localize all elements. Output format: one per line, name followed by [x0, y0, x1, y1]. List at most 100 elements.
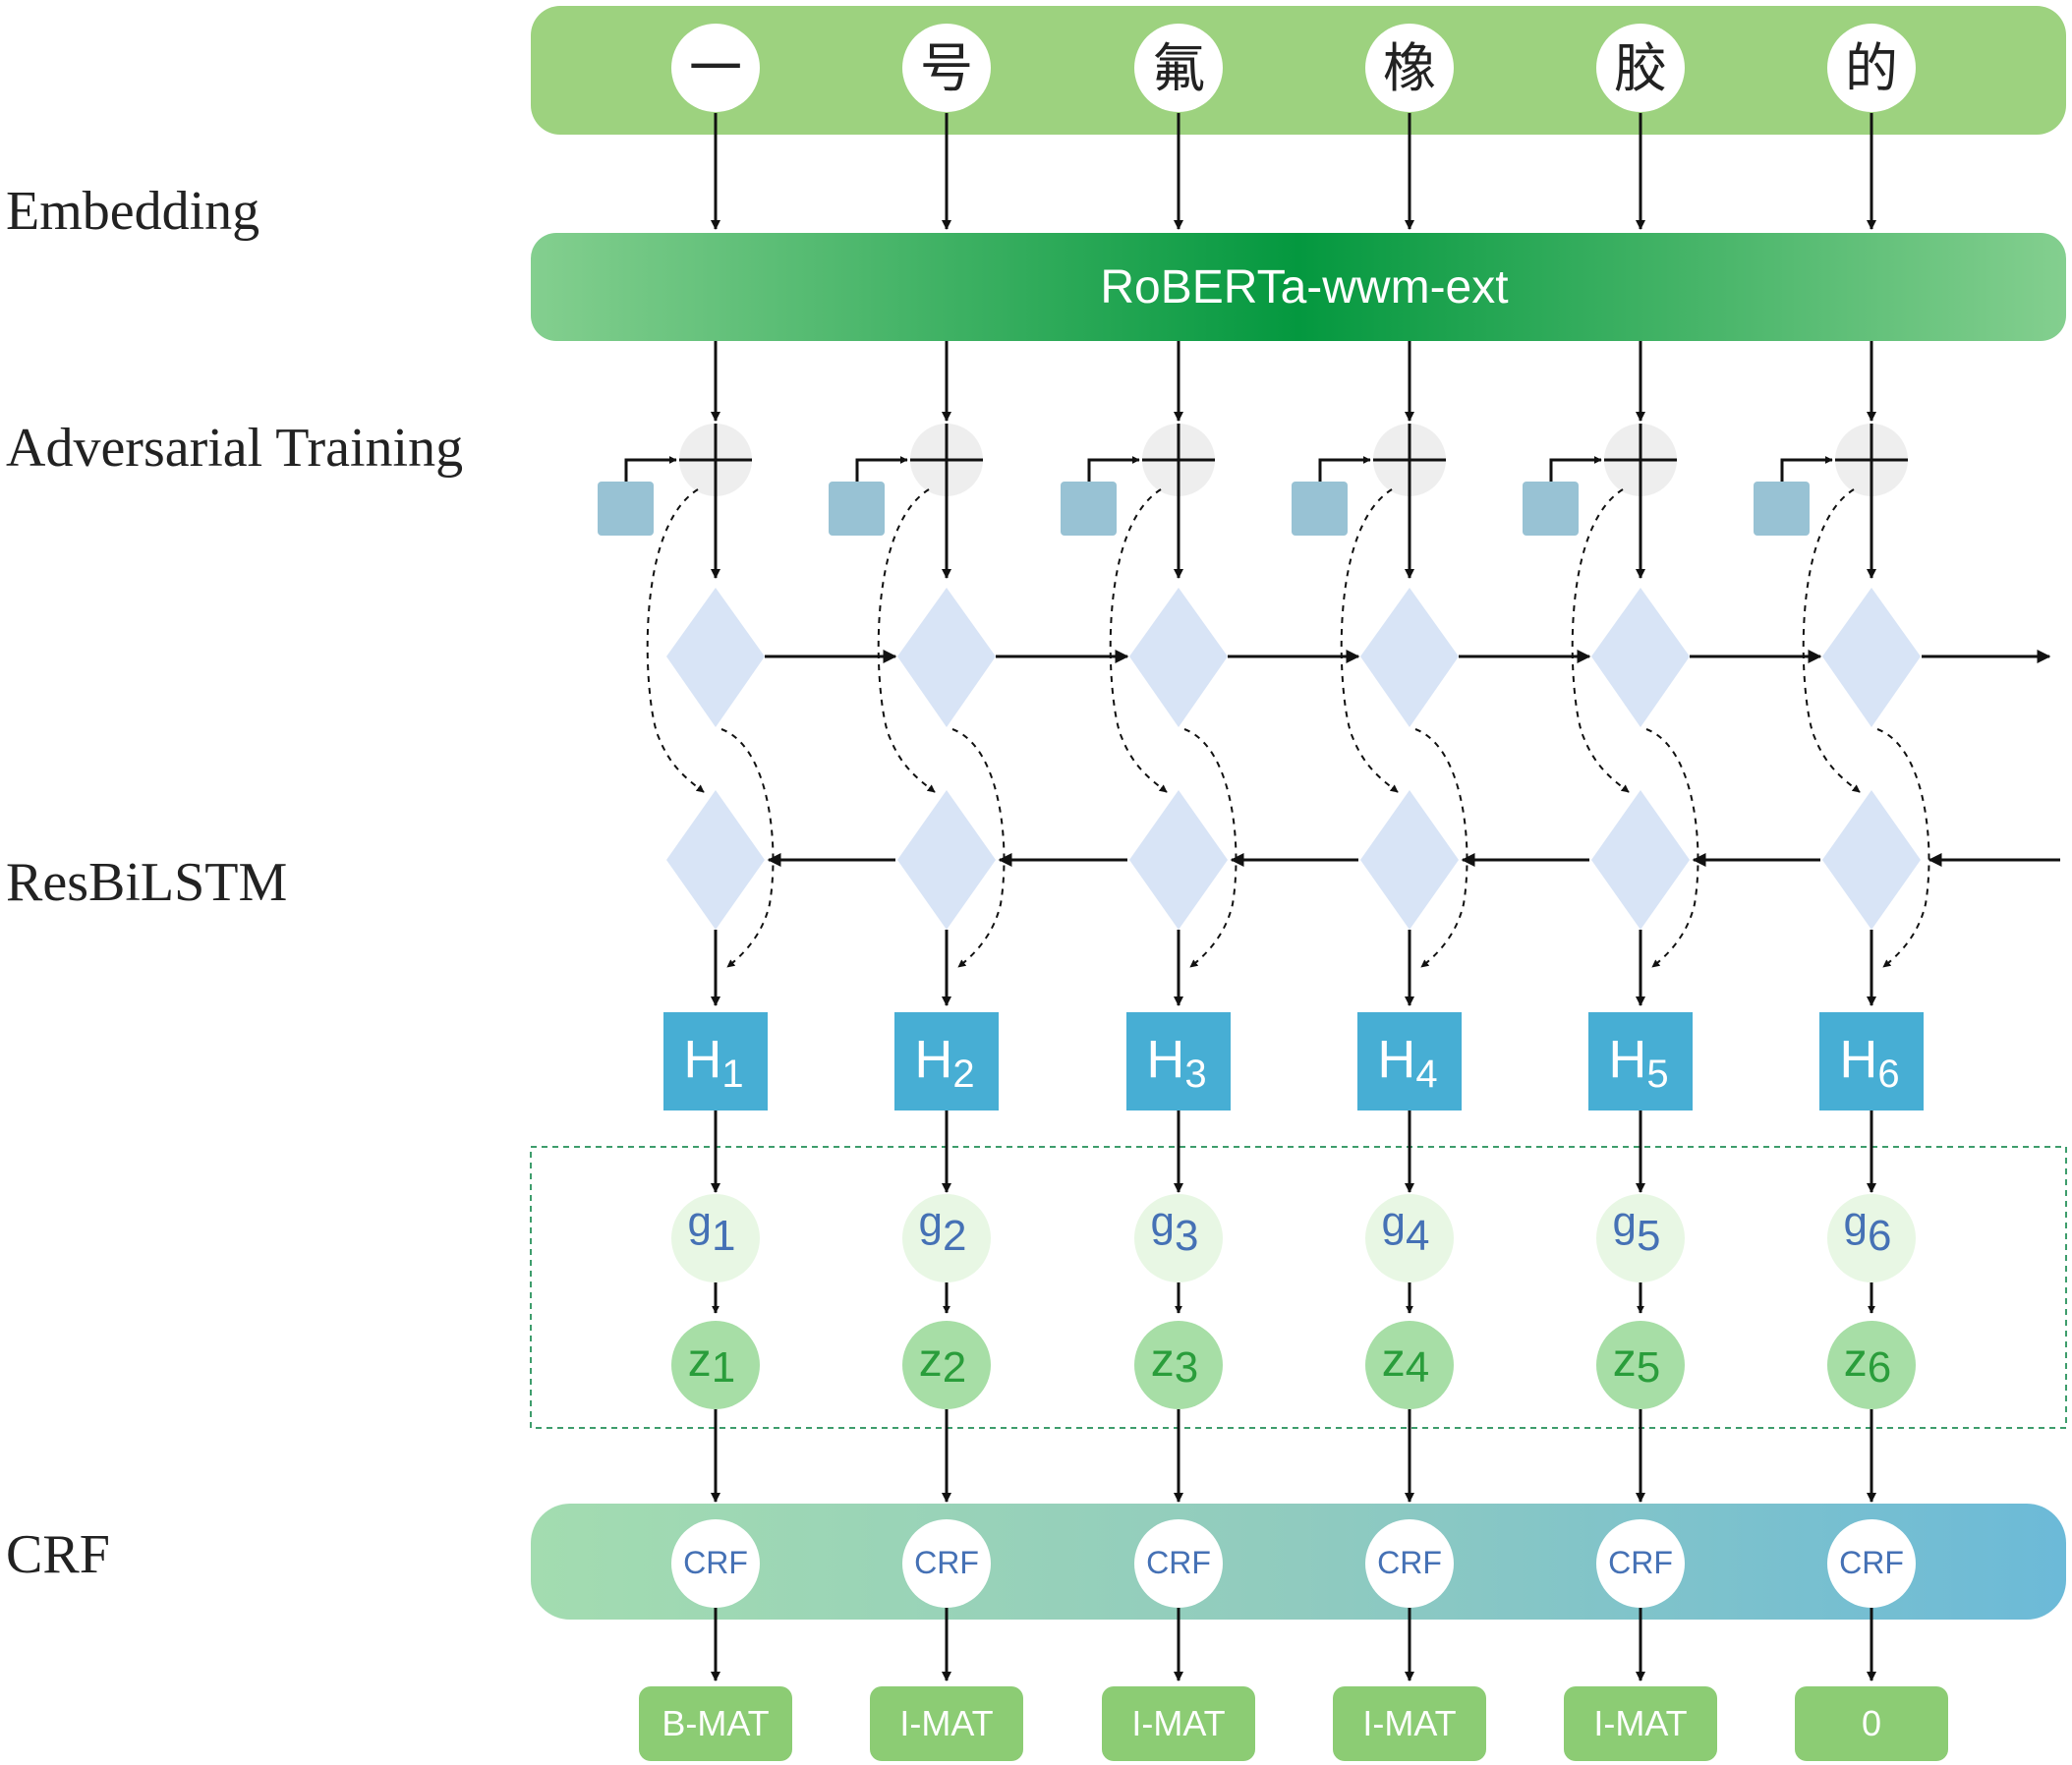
token-circle	[1134, 24, 1223, 112]
forward-lstm-cell	[1591, 588, 1690, 727]
residual-skip-arrow-right	[1645, 728, 1699, 968]
gate-z-label: z1	[688, 1335, 735, 1392]
forward-lstm-cell	[1822, 588, 1921, 727]
gate-z-label-main: z	[688, 1335, 712, 1387]
forward-lstm-cell	[1360, 588, 1459, 727]
gate-g-label: g2	[919, 1198, 967, 1260]
gate-g-circle	[671, 1194, 760, 1282]
gate-z-label: z3	[1151, 1335, 1198, 1392]
output-tag-label: I-MAT	[1593, 1703, 1687, 1743]
crf-node-label: CRF	[914, 1545, 979, 1580]
residual-skip-arrow-right	[720, 728, 775, 968]
gate-g-label-sub: 3	[1175, 1212, 1198, 1260]
gate-g-label-main: g	[1151, 1198, 1175, 1246]
token-char: 一	[689, 37, 742, 99]
hidden-state-label-main: H	[914, 1030, 952, 1089]
crf-node-circle	[671, 1519, 760, 1608]
gate-z-label-main: z	[1382, 1335, 1406, 1387]
gate-g-circle	[1134, 1194, 1223, 1282]
backward-lstm-cell	[1822, 790, 1921, 930]
perturbation-box	[1292, 482, 1348, 536]
gate-g-label: g5	[1613, 1198, 1661, 1260]
gate-z-label-main: z	[919, 1335, 943, 1387]
gate-z-label: z6	[1844, 1335, 1891, 1392]
crf-node-circle	[1596, 1519, 1685, 1608]
hidden-state-label-main: H	[1608, 1030, 1646, 1089]
output-tag-label: I-MAT	[899, 1703, 993, 1743]
perturbation-to-sum-arrow	[1780, 456, 1833, 482]
gate-g-label-sub: 4	[1406, 1212, 1429, 1260]
stage-label-adversarial-training: Adversarial Training	[6, 418, 463, 479]
stage-label-embedding: Embedding	[6, 181, 259, 242]
gating-dashed-box	[530, 1146, 2067, 1429]
gate-g-label-main: g	[919, 1198, 943, 1246]
hidden-state-box	[1819, 1012, 1924, 1110]
stage-label-resbilstm: ResBiLSTM	[6, 852, 287, 913]
gate-z-circle	[671, 1321, 760, 1409]
output-tag-label: I-MAT	[1131, 1703, 1225, 1743]
gate-g-circle	[902, 1194, 991, 1282]
token-circle	[671, 24, 760, 112]
residual-skip-arrow-right	[951, 728, 1006, 968]
residual-skip-arrow-right	[1876, 728, 1930, 968]
hidden-state-label-sub: 3	[1184, 1053, 1206, 1096]
token-char: 氟	[1152, 37, 1205, 99]
output-tag-box	[1333, 1686, 1486, 1761]
hidden-state-box	[1357, 1012, 1462, 1110]
backward-lstm-cell	[1360, 790, 1459, 930]
perturbation-box	[1754, 482, 1810, 536]
gate-z-circle	[1134, 1321, 1223, 1409]
gate-z-label-sub: 1	[712, 1343, 735, 1392]
hidden-state-box	[1588, 1012, 1693, 1110]
token-circle	[1365, 24, 1454, 112]
gate-g-circle	[1827, 1194, 1916, 1282]
gate-g-label-main: g	[1844, 1198, 1868, 1246]
hidden-state-label-sub: 4	[1415, 1053, 1437, 1096]
gate-z-circle	[902, 1321, 991, 1409]
gate-g-label-sub: 2	[943, 1212, 966, 1260]
output-tag-box	[870, 1686, 1023, 1761]
hidden-state-label: H2	[914, 1030, 974, 1096]
gate-z-label: z5	[1613, 1335, 1660, 1392]
residual-skip-arrow-left	[1109, 488, 1168, 793]
output-tag-box	[1564, 1686, 1717, 1761]
token-char: 的	[1845, 37, 1898, 99]
gate-z-circle	[1827, 1321, 1916, 1409]
crf-node-circle	[1827, 1519, 1916, 1608]
hidden-state-label-sub: 2	[952, 1053, 974, 1096]
gate-g-label-main: g	[1613, 1198, 1637, 1246]
gate-g-label-main: g	[1382, 1198, 1406, 1246]
perturbation-to-sum-arrow	[1318, 456, 1371, 482]
gate-z-label-sub: 4	[1406, 1343, 1429, 1392]
embedding-bar	[531, 233, 2066, 341]
perturbation-box	[1061, 482, 1117, 536]
residual-skip-arrow-left	[646, 488, 705, 793]
token-char: 胶	[1614, 37, 1667, 99]
crf-node-label: CRF	[1839, 1545, 1904, 1580]
residual-skip-arrow-left	[877, 488, 936, 793]
gate-g-label: g6	[1844, 1198, 1892, 1260]
token-char: 号	[920, 37, 973, 99]
crf-node-circle	[1365, 1519, 1454, 1608]
crf-node-label: CRF	[1146, 1545, 1211, 1580]
hidden-state-label-main: H	[1839, 1030, 1877, 1089]
backward-lstm-cell	[1129, 790, 1228, 930]
perturbation-box	[829, 482, 885, 536]
stage-label-crf: CRF	[6, 1524, 110, 1585]
gate-g-label-sub: 6	[1868, 1212, 1891, 1260]
gate-g-label: g3	[1151, 1198, 1199, 1260]
hidden-state-label-sub: 5	[1646, 1053, 1668, 1096]
crf-node-circle	[1134, 1519, 1223, 1608]
hidden-state-box	[894, 1012, 999, 1110]
perturbation-to-sum-arrow	[855, 456, 908, 482]
residual-skip-arrow-left	[1802, 488, 1861, 793]
token-circle	[1827, 24, 1916, 112]
token-circle	[1596, 24, 1685, 112]
hidden-state-label: H3	[1146, 1030, 1206, 1096]
gate-g-label: g1	[688, 1198, 736, 1260]
crf-node-label: CRF	[1377, 1545, 1442, 1580]
gate-g-circle	[1596, 1194, 1685, 1282]
residual-skip-arrow-left	[1571, 488, 1630, 793]
forward-lstm-cell	[1129, 588, 1228, 727]
gate-z-label-main: z	[1844, 1335, 1868, 1387]
